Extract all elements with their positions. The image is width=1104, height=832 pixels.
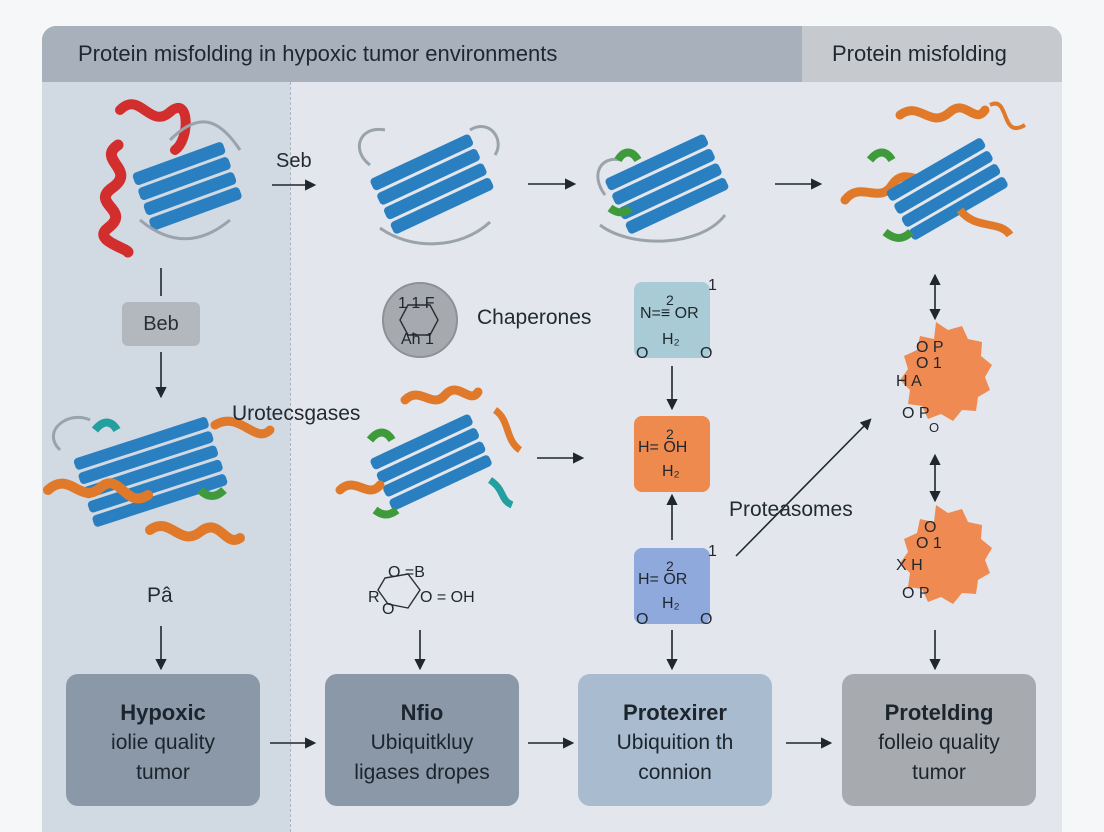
label-beb: Beb xyxy=(122,302,200,346)
chem-ring-top: O =B xyxy=(388,564,425,581)
label-chaperones: Chaperones xyxy=(477,306,592,329)
protein-structure-2 xyxy=(357,125,500,246)
header-right-title: Protein misfolding xyxy=(832,41,1007,66)
process-box-3: Protexirer Ubiquition th connion xyxy=(578,674,772,806)
molecule-square-3 xyxy=(634,548,710,624)
box-2-title: Nfio xyxy=(400,700,444,725)
molecule-square-1 xyxy=(634,282,710,358)
sq1-line2: N=≡ OR xyxy=(640,305,699,322)
sq2-line3: H₂ xyxy=(662,463,680,480)
protein-structure-1 xyxy=(98,99,242,258)
column-divider xyxy=(290,82,291,832)
header-title: Protein misfolding in hypoxic tumor envi… xyxy=(78,41,558,66)
label-pa: Pâ xyxy=(147,584,173,607)
sq2-line2: H= OH xyxy=(638,439,688,456)
blob-molecule-1 xyxy=(900,322,992,421)
protein-structure-3 xyxy=(596,134,729,243)
blob2-c: X H xyxy=(896,557,923,574)
protein-structure-4 xyxy=(840,101,1027,242)
box-4-line1: folleio quality xyxy=(878,731,1000,754)
blob-molecule-2 xyxy=(900,505,992,604)
blob2-a: O xyxy=(924,519,937,536)
sq3-o-right: O xyxy=(700,611,713,628)
sq1-number: 1 xyxy=(708,277,717,294)
blob1-a: O P xyxy=(916,339,944,356)
box-3-line2: connion xyxy=(638,761,712,784)
box-1-line1: iolie quality xyxy=(111,731,215,754)
molecule-square-2 xyxy=(634,416,710,492)
chem-circle-bottom: Aħ 1 xyxy=(401,331,434,348)
header-right-banner xyxy=(802,26,1062,82)
sq1-line1: 2 xyxy=(666,292,674,308)
process-box-2: Nfio Ubiquitkluy ligases dropes xyxy=(325,674,519,806)
sq1-line3: H₂ xyxy=(662,331,680,348)
sq1-o-right: O xyxy=(700,345,713,362)
arrow-proteasomes xyxy=(735,418,872,557)
sq3-line2: H= OR xyxy=(638,571,688,588)
chem-ring-lower: O xyxy=(382,601,395,618)
sq1-o-left: O xyxy=(636,345,649,362)
box-2-line2: ligases dropes xyxy=(354,761,490,784)
blob1-e: O xyxy=(929,420,940,435)
blob2-b: O 1 xyxy=(916,535,942,552)
label-proteasomes: Proteasomes xyxy=(729,498,853,521)
ring-structure xyxy=(377,573,421,609)
sq3-line3: H₂ xyxy=(662,595,680,612)
box-2-line1: Ubiquitkluy xyxy=(370,731,474,754)
blob1-c: H A xyxy=(896,373,922,390)
box-1-line2: tumor xyxy=(136,761,190,784)
chaperone-molecule-circle xyxy=(382,282,458,358)
arrows xyxy=(155,178,941,749)
box-1-title: Hypoxic xyxy=(120,700,206,725)
label-seb: Seb xyxy=(276,150,312,172)
sq2-line1: 2 xyxy=(666,426,674,442)
box-4-line2: tumor xyxy=(912,761,966,784)
chem-ring-left: R xyxy=(368,589,380,606)
chem-circle-top: 1 1 F xyxy=(398,295,435,312)
sq3-number: 1 xyxy=(708,543,717,560)
blob1-b: O 1 xyxy=(916,355,942,372)
chem-ring-bottom: O = OH xyxy=(420,589,475,606)
box-3-title: Protexirer xyxy=(623,700,727,725)
sq3-o-left: O xyxy=(636,611,649,628)
header-banner xyxy=(42,26,842,82)
protein-structure-6 xyxy=(335,385,523,519)
blob1-d: O P xyxy=(902,405,930,422)
box-3-line1: Ubiquition th xyxy=(616,731,734,754)
label-urotecsgases: Urotecsgases xyxy=(232,402,361,425)
sq3-line1: 2 xyxy=(666,558,674,574)
box-4-title: Protelding xyxy=(884,700,994,725)
process-box-1: Hypoxic iolie quality tumor xyxy=(66,674,260,806)
process-box-4: Protelding folleio quality tumor xyxy=(842,674,1036,806)
protein-structure-5 xyxy=(43,415,275,545)
blob2-d: O P xyxy=(902,585,930,602)
